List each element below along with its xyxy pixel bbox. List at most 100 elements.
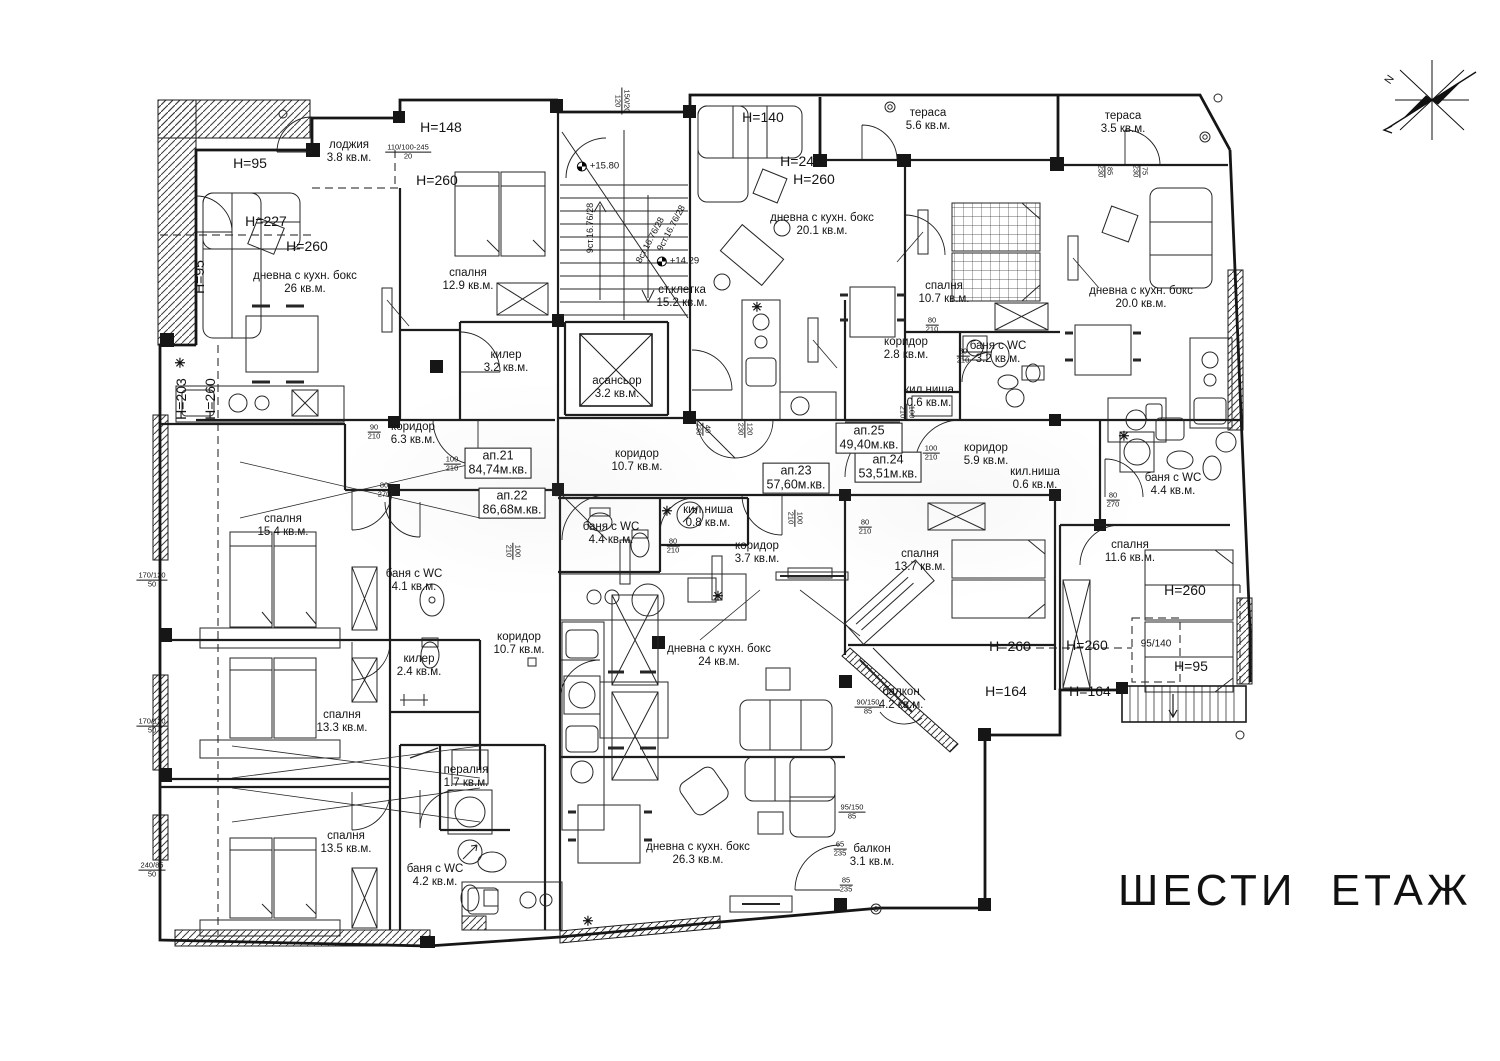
room-name: баня с WC [1144,471,1202,484]
height-mark: H=260 [416,172,458,188]
height-mark: H=260 [1066,637,1108,653]
height-mark: H=203 [173,378,189,420]
room-name: коридор [964,441,1008,454]
height-mark: H=245 [780,153,822,169]
dim-height: 210 [504,544,514,558]
room-area: 24 кв.м. [698,656,740,668]
elevator [579,333,653,407]
room-area: 0.8 кв.м. [685,517,731,529]
dim-height: 85 [847,811,857,821]
apartment-area: 84,74м.кв. [468,463,528,477]
dim-size: 110/100-245 [385,142,431,153]
dim-size: 170/120 [136,570,168,581]
room-area: 13.3 кв.м. [316,722,368,734]
dim-size: 100 [794,509,805,527]
stove-symbol: ✳ [712,588,724,605]
room-area: 0.6 кв.м. [1012,479,1058,491]
room-area: 3.8 кв.м. [326,152,372,164]
room-area: 5.6 кв.м. [905,120,951,132]
room-area: 3.2 кв.м. [975,353,1021,365]
height-value: H=95 [1174,657,1208,674]
dim-size: 95/150 [838,802,866,813]
dim-size: 90 [367,423,381,433]
room-area: 4.1 кв.м. [391,581,437,593]
room-area: 0.6 кв.м. [906,397,952,409]
room-name: пералня [443,763,489,776]
dim-height: 210 [925,324,939,334]
room-name: дневна с кухн. бокс [253,269,357,282]
room-name: асансьор [592,374,642,387]
dim-height: 270 [1106,499,1120,509]
room-area: 2.4 кв.м. [396,666,442,678]
apartment-id: ап.22 [496,488,528,503]
symbol-glyph: ✳ [712,588,724,604]
height-mark: H=260 [793,171,835,187]
height-value: H=140 [742,108,784,125]
height-value: H=95 [233,154,267,171]
height-mark: H=227 [245,213,287,229]
height-value: H=260 [989,637,1031,654]
room-name: коридор [615,447,659,460]
symbol-glyph: ✳ [1118,428,1130,444]
room-area: 13.7 кв.м. [894,561,946,573]
room-name: спалня [925,279,963,292]
room-name: дневна с кухн. бокс [770,211,874,224]
dim-size: 170/120 [136,716,168,727]
room-area: 20.0 кв.м. [1115,298,1167,310]
dim-size: 75 [1139,164,1149,178]
room-name: дневна с кухн. бокс [667,642,771,655]
apartment-area: 57,60м.кв. [766,478,826,492]
stove-symbol: ✳ [1118,428,1130,445]
dim-size: 65 [833,840,847,850]
room-area: 4.2 кв.м. [412,876,458,888]
dim-height: 230 [1131,164,1141,178]
apartment-id: ап.23 [780,463,812,478]
apartment-id: ап.24 [872,452,904,467]
height-value: H=260 [1164,581,1206,598]
height-value: H=260 [286,237,328,254]
symbol-glyph: ✳ [582,913,594,929]
dim-size: 40 [702,422,712,436]
compass-rose [1382,60,1477,140]
page-title: ШЕСТИ ЕТАЖ [1118,866,1472,915]
room-area: 13.5 кв.м. [320,843,372,855]
dim-size: 100 [512,542,523,560]
height-value: 95/140 [1140,638,1172,650]
dim-height: 210 [858,526,872,536]
room-area: 20.1 кв.м. [796,225,848,237]
right-ledge [1121,685,1247,723]
height-mark: H=164 [1069,683,1111,699]
dim-height: 210 [367,431,381,441]
